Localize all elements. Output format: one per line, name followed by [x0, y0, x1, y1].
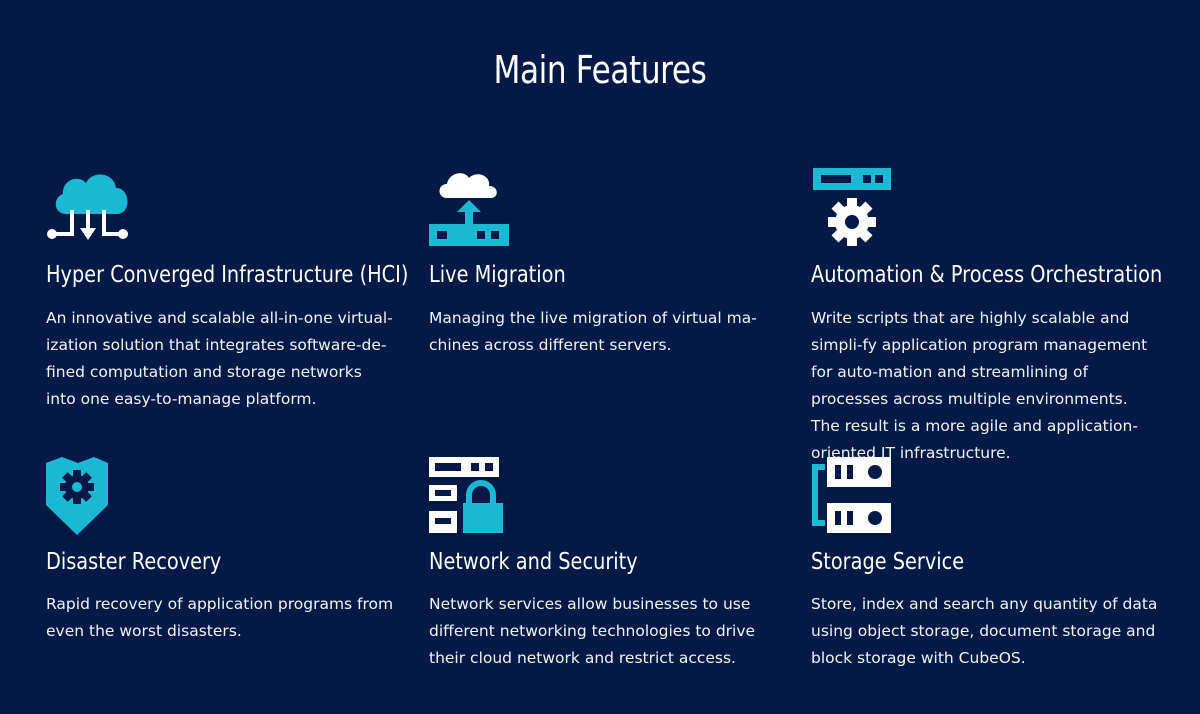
feature-title: Hyper Converged Infrastructure (HCI) — [46, 262, 409, 288]
storage-servers-icon — [811, 455, 901, 537]
server-gear-icon — [811, 166, 901, 248]
server-lock-icon — [429, 455, 519, 537]
feature-title: Automation & Process Orchestration — [811, 262, 1163, 288]
feature-description: Write scripts that are highly scalable a… — [811, 309, 1148, 462]
cloud-upload-server-icon — [429, 166, 519, 248]
feature-title: Live Migration — [429, 262, 566, 288]
feature-description: Network services allow businesses to use… — [429, 595, 756, 667]
page-title: Main Features — [493, 48, 707, 92]
shield-gear-icon — [46, 455, 136, 537]
cloud-network-icon — [46, 166, 136, 248]
feature-title: Network and Security — [429, 549, 638, 575]
feature-title: Disaster Recovery — [46, 549, 222, 575]
feature-description: Rapid recovery of application programs f… — [46, 595, 394, 640]
feature-description: An innovative and scalable all-in-one vi… — [46, 309, 393, 408]
feature-description: Managing the live migration of virtual m… — [429, 309, 757, 354]
feature-description: Store, index and search any quantity of … — [811, 595, 1158, 667]
feature-title: Storage Service — [811, 549, 965, 575]
